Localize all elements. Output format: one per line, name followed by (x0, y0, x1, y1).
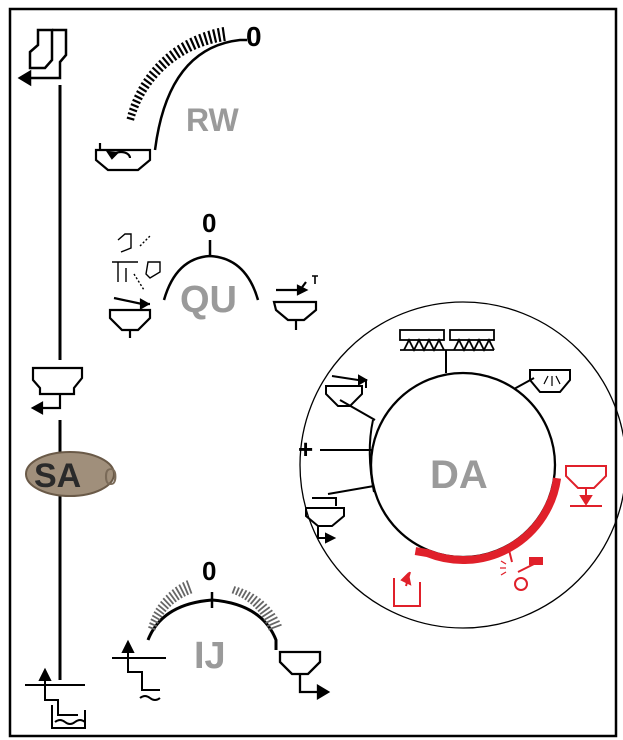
tick-mark (247, 593, 255, 603)
ij-label: IJ (194, 635, 226, 677)
qu-label: QU (180, 279, 237, 321)
tick-mark (176, 44, 185, 57)
tick-mark (151, 66, 161, 76)
ij-injector-tank-icon (278, 650, 331, 701)
tick-mark (154, 63, 164, 73)
tick-mark (259, 606, 271, 615)
da-tank-nozzle-icon (529, 369, 571, 393)
tick-mark (212, 29, 218, 43)
da-boom-sections-icon (399, 329, 495, 353)
tick-mark (151, 614, 161, 621)
qu-zero-label: 0 (202, 208, 216, 238)
da-return-tank-icon (325, 374, 369, 407)
tick-mark (162, 597, 172, 608)
sa-zero-label: 0 (104, 464, 117, 491)
tick-mark (165, 53, 174, 64)
tick-mark (231, 586, 237, 594)
tick-mark (136, 90, 145, 97)
rw-circulation-tank-icon (94, 143, 152, 172)
tick-mark (193, 35, 201, 49)
diagram-frame (8, 7, 618, 738)
tick-mark (130, 103, 140, 109)
tick-mark (157, 604, 167, 613)
tick-mark (185, 580, 193, 594)
tick-mark (174, 586, 183, 599)
da-drain-tank-icon (393, 571, 421, 607)
tick-mark (244, 591, 251, 601)
tick-mark (155, 607, 165, 615)
qu-function[interactable]: 0 QU (108, 208, 318, 338)
tick-mark (254, 600, 265, 610)
rw-tick-scale (126, 27, 226, 121)
tick-mark (168, 591, 177, 603)
da-plus-label: + (298, 434, 313, 464)
tick-mark (140, 81, 150, 90)
qu-fill-tank-icon (108, 296, 152, 338)
tick-mark (178, 584, 186, 597)
tick-mark (189, 37, 197, 50)
sa-label: SA (34, 457, 81, 495)
tick-mark (138, 85, 148, 93)
tick-mark (127, 111, 136, 117)
tick-mark (133, 94, 143, 101)
ij-water-source-icon (112, 639, 166, 701)
tick-mark (202, 31, 209, 46)
tick-mark (252, 597, 262, 608)
ij-function[interactable]: 0 IJ (112, 556, 331, 701)
tick-mark (216, 28, 222, 42)
rw-label: RW (186, 102, 240, 138)
tick-mark (198, 33, 205, 47)
da-tank-drain-icon (565, 465, 607, 507)
tick-mark (129, 107, 138, 113)
ij-zero-label: 0 (202, 556, 216, 586)
tick-mark (266, 620, 280, 628)
middle-tank-icon[interactable] (30, 366, 84, 415)
tick-mark (148, 70, 158, 79)
tick-mark (145, 74, 155, 82)
tick-mark (249, 595, 258, 605)
rw-function[interactable]: 0 RW (94, 21, 262, 172)
tick-mark (263, 612, 276, 621)
tick-mark (261, 609, 273, 618)
tick-mark (143, 78, 153, 86)
tick-mark (257, 603, 268, 613)
top-return-tank-icon[interactable] (17, 28, 68, 87)
tick-mark (158, 59, 168, 70)
tick-mark (165, 594, 175, 605)
tick-mark (238, 588, 244, 597)
qu-chemical-inductor-icon (112, 233, 161, 291)
qu-water-tap-tank-icon (272, 275, 318, 330)
tick-mark (241, 589, 248, 599)
da-spray-gun-icon (500, 545, 543, 591)
tick-mark (221, 27, 226, 42)
tick-mark (168, 50, 178, 61)
bottom-water-source-icon[interactable] (25, 667, 86, 729)
tick-mark (185, 39, 193, 52)
da-rinse-tank-icon (305, 497, 345, 544)
da-label: DA (430, 453, 488, 497)
tick-mark (234, 587, 240, 596)
tick-mark (171, 589, 180, 601)
tick-mark (207, 30, 213, 44)
tick-mark (268, 623, 282, 631)
da-function[interactable]: DA + (298, 301, 623, 629)
tick-mark (172, 47, 181, 59)
rw-zero-label: 0 (246, 21, 262, 52)
tick-mark (265, 616, 278, 624)
tick-mark (149, 622, 158, 628)
sa-status-pill[interactable]: SA 0 (25, 451, 117, 497)
tick-mark (126, 116, 135, 121)
tick-mark (148, 625, 156, 631)
ij-tick-scale (148, 580, 282, 631)
da-active-arc (414, 477, 562, 564)
tick-mark (180, 42, 189, 54)
tick-mark (150, 618, 159, 624)
tick-mark (182, 582, 190, 596)
tick-mark (159, 600, 170, 610)
tick-mark (153, 611, 163, 618)
tick-mark (132, 98, 141, 105)
tick-mark (161, 56, 171, 67)
